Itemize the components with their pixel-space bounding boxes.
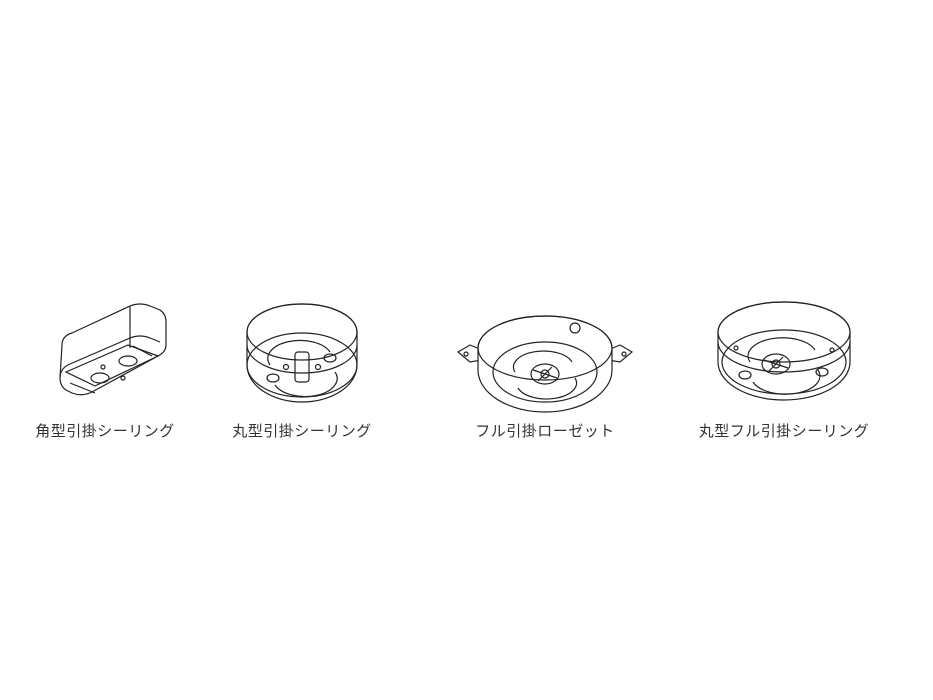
label-round-ceiling-hook: 丸型引掛シーリング: [232, 422, 372, 440]
label-square-ceiling-hook: 角型引掛シーリング: [35, 422, 175, 440]
label-full-hook-rosette: フル引掛ローゼット: [475, 422, 615, 440]
label-round-full-ceiling-hook: 丸型フル引掛シーリング: [698, 422, 870, 440]
